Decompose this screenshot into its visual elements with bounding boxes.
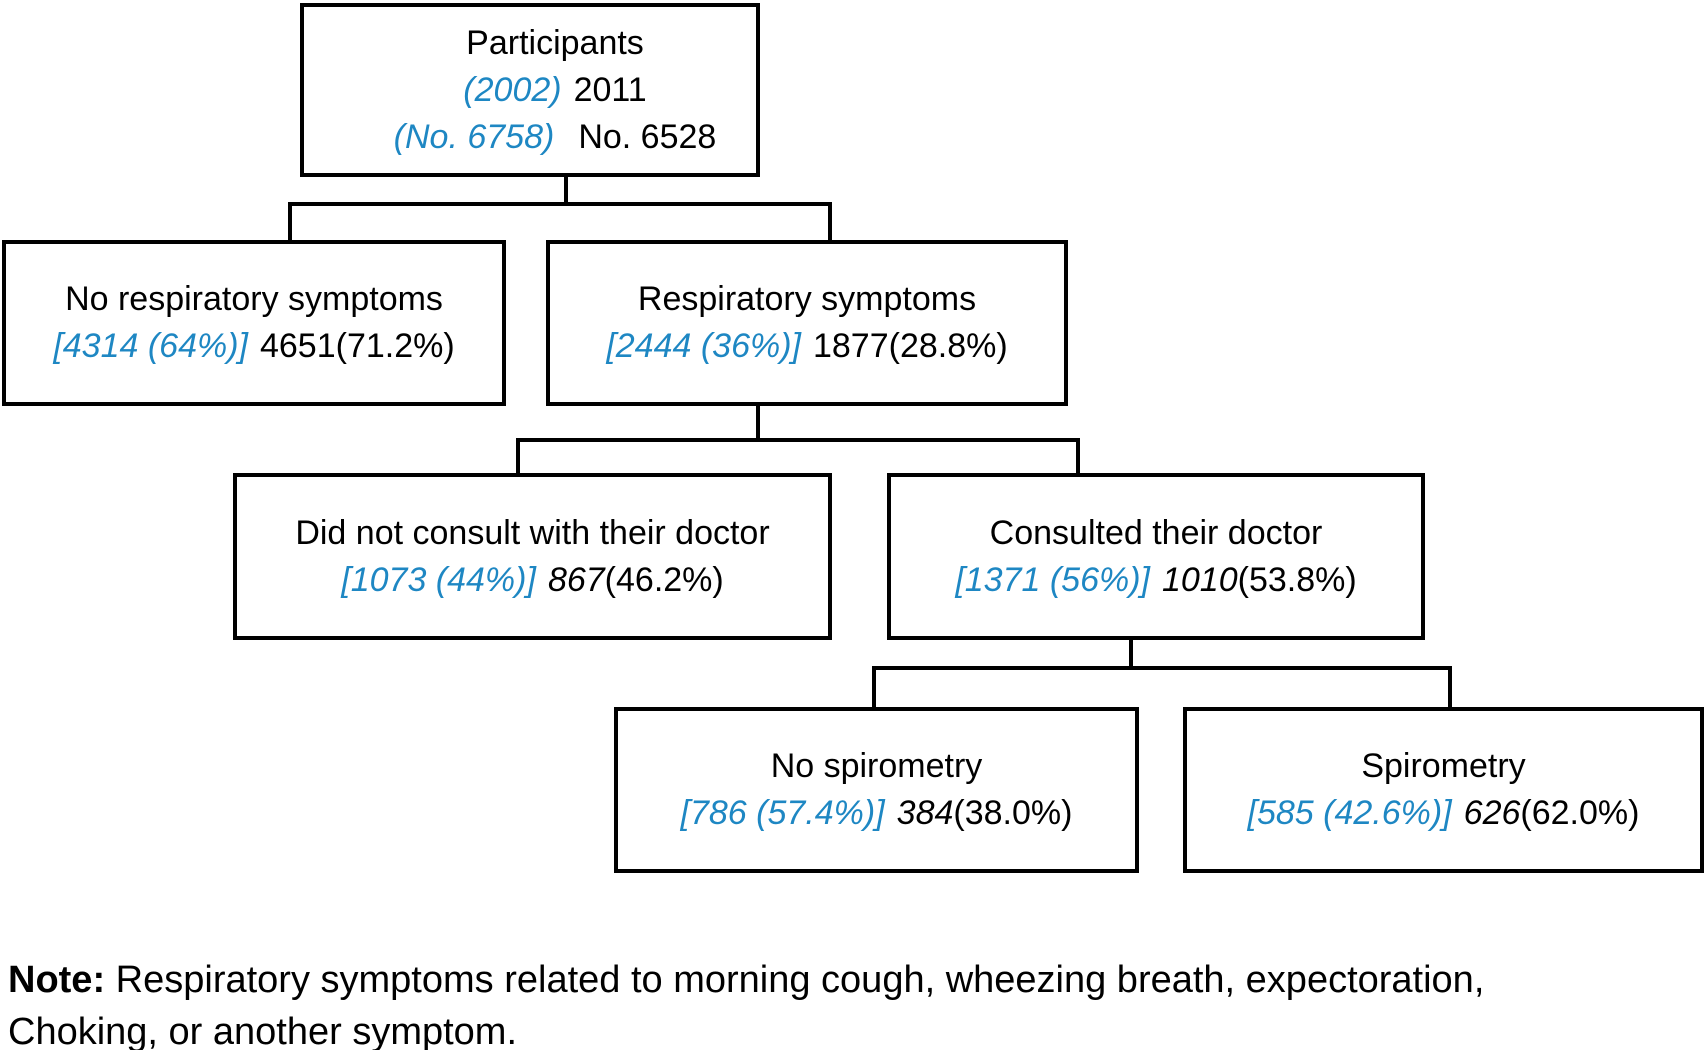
respiratory-symptoms-title: Respiratory symptoms	[637, 280, 977, 318]
no-spirometry-pct-2011: (38.0%)	[953, 794, 1073, 832]
node-did-not-consult: Did not consult with their doctor [1073 …	[233, 473, 832, 640]
connector-l1-stub	[564, 175, 568, 206]
connector-l2-stub	[756, 402, 760, 442]
respiratory-symptoms-stats: [2444 (36%)] 1877(28.8%)	[606, 323, 1007, 370]
no-spirometry-stats: [786 (57.4%)] 384(38.0%)	[681, 790, 1073, 837]
spirometry-count-2011: 626	[1463, 794, 1521, 832]
no-spirometry-count-2011: 384	[896, 794, 954, 832]
no-respiratory-symptoms-pct-2011: (71.2%)	[335, 327, 455, 365]
connector-l2-drop-right	[1076, 438, 1080, 477]
participants-year-2011: 2011	[573, 70, 647, 109]
connector-l1-drop-left	[288, 202, 292, 244]
connector-l2-bar	[516, 438, 1080, 442]
node-respiratory-symptoms: Respiratory symptoms [2444 (36%)] 1877(28…	[546, 240, 1068, 406]
connector-l2-drop-left	[516, 438, 520, 477]
spirometry-stat-2002: [585 (42.6%)]	[1247, 794, 1452, 832]
node-title: Consulted their doctor	[990, 510, 1323, 557]
node-no-respiratory-symptoms: No respiratory symptoms [4314 (64%)] 4651…	[2, 240, 506, 406]
respiratory-symptoms-pct-2011: (28.8%)	[888, 327, 1008, 365]
node-participants: Participants (2002) 2011 (No. 6758) No. 65…	[300, 3, 760, 177]
participants-count-2011: No. 6528	[578, 117, 717, 156]
node-title: Respiratory symptoms	[638, 276, 976, 323]
node-consulted-doctor: Consulted their doctor [1371 (56%)] 1010(…	[887, 473, 1425, 640]
node-title: Did not consult with their doctor	[295, 510, 769, 557]
no-respiratory-symptoms-stat-2002: [4314 (64%)]	[53, 327, 248, 365]
consulted-doctor-stat-2002: [1371 (56%)]	[955, 560, 1150, 599]
node-spirometry: Spirometry [585 (42.6%)] 626(62.0%)	[1183, 707, 1704, 873]
connector-l1-bar	[288, 202, 832, 206]
consulted-doctor-pct-2011: (53.8%)	[1237, 560, 1357, 599]
respiratory-symptoms-count-2011: 1877	[812, 327, 889, 365]
participants-count-2002: (No. 6758)	[393, 117, 555, 156]
node-title: Spirometry	[1361, 743, 1525, 790]
did-not-consult-pct-2011: (46.2%)	[604, 560, 724, 599]
no-respiratory-symptoms-title: No respiratory symptoms	[65, 280, 443, 318]
node-no-spirometry: No spirometry [786 (57.4%)] 384(38.0%)	[614, 707, 1139, 873]
no-spirometry-stat-2002: [786 (57.4%)]	[680, 794, 885, 832]
participants-count-line: (No. 6758) No. 6528	[394, 114, 717, 161]
consulted-doctor-stats: [1371 (56%)] 1010(53.8%)	[955, 557, 1356, 604]
no-spirometry-title: No spirometry	[770, 747, 983, 785]
spirometry-stats: [585 (42.6%)] 626(62.0%)	[1248, 790, 1640, 837]
footnote-line2: Choking, or another symptom.	[8, 1011, 518, 1050]
consulted-doctor-count-2011: 1010	[1161, 560, 1238, 599]
spirometry-pct-2011: (62.0%)	[1520, 794, 1640, 832]
node-title: Participants	[466, 20, 644, 67]
connector-l3-bar	[872, 666, 1452, 670]
did-not-consult-title: Did not consult with their doctor	[295, 513, 770, 552]
footnote-line1: Respiratory symptoms related to morning …	[115, 959, 1485, 1001]
connector-l3-drop-left	[872, 666, 876, 711]
respiratory-symptoms-stat-2002: [2444 (36%)]	[606, 327, 801, 365]
connector-l1-drop-right	[828, 202, 832, 244]
did-not-consult-stats: [1073 (44%)] 867(46.2%)	[341, 557, 723, 604]
did-not-consult-count-2011: 867	[547, 560, 605, 599]
node-title: No respiratory symptoms	[65, 276, 443, 323]
node-title: No spirometry	[771, 743, 983, 790]
participants-year-2002: (2002)	[463, 70, 562, 109]
participants-year-line: (2002) 2011	[463, 67, 646, 114]
no-respiratory-symptoms-stats: [4314 (64%)] 4651(71.2%)	[53, 323, 454, 370]
spirometry-title: Spirometry	[1361, 747, 1526, 785]
connector-l3-drop-right	[1448, 666, 1452, 711]
did-not-consult-stat-2002: [1073 (44%)]	[341, 560, 536, 599]
no-respiratory-symptoms-count-2011: 4651	[259, 327, 336, 365]
consulted-doctor-title: Consulted their doctor	[989, 513, 1323, 552]
participants-title: Participants	[466, 23, 644, 62]
footnote-label: Note:	[8, 959, 106, 1001]
footnote: Note: Respiratory symptoms related to mo…	[8, 954, 1484, 1050]
connector-l3-stub	[1129, 636, 1133, 670]
